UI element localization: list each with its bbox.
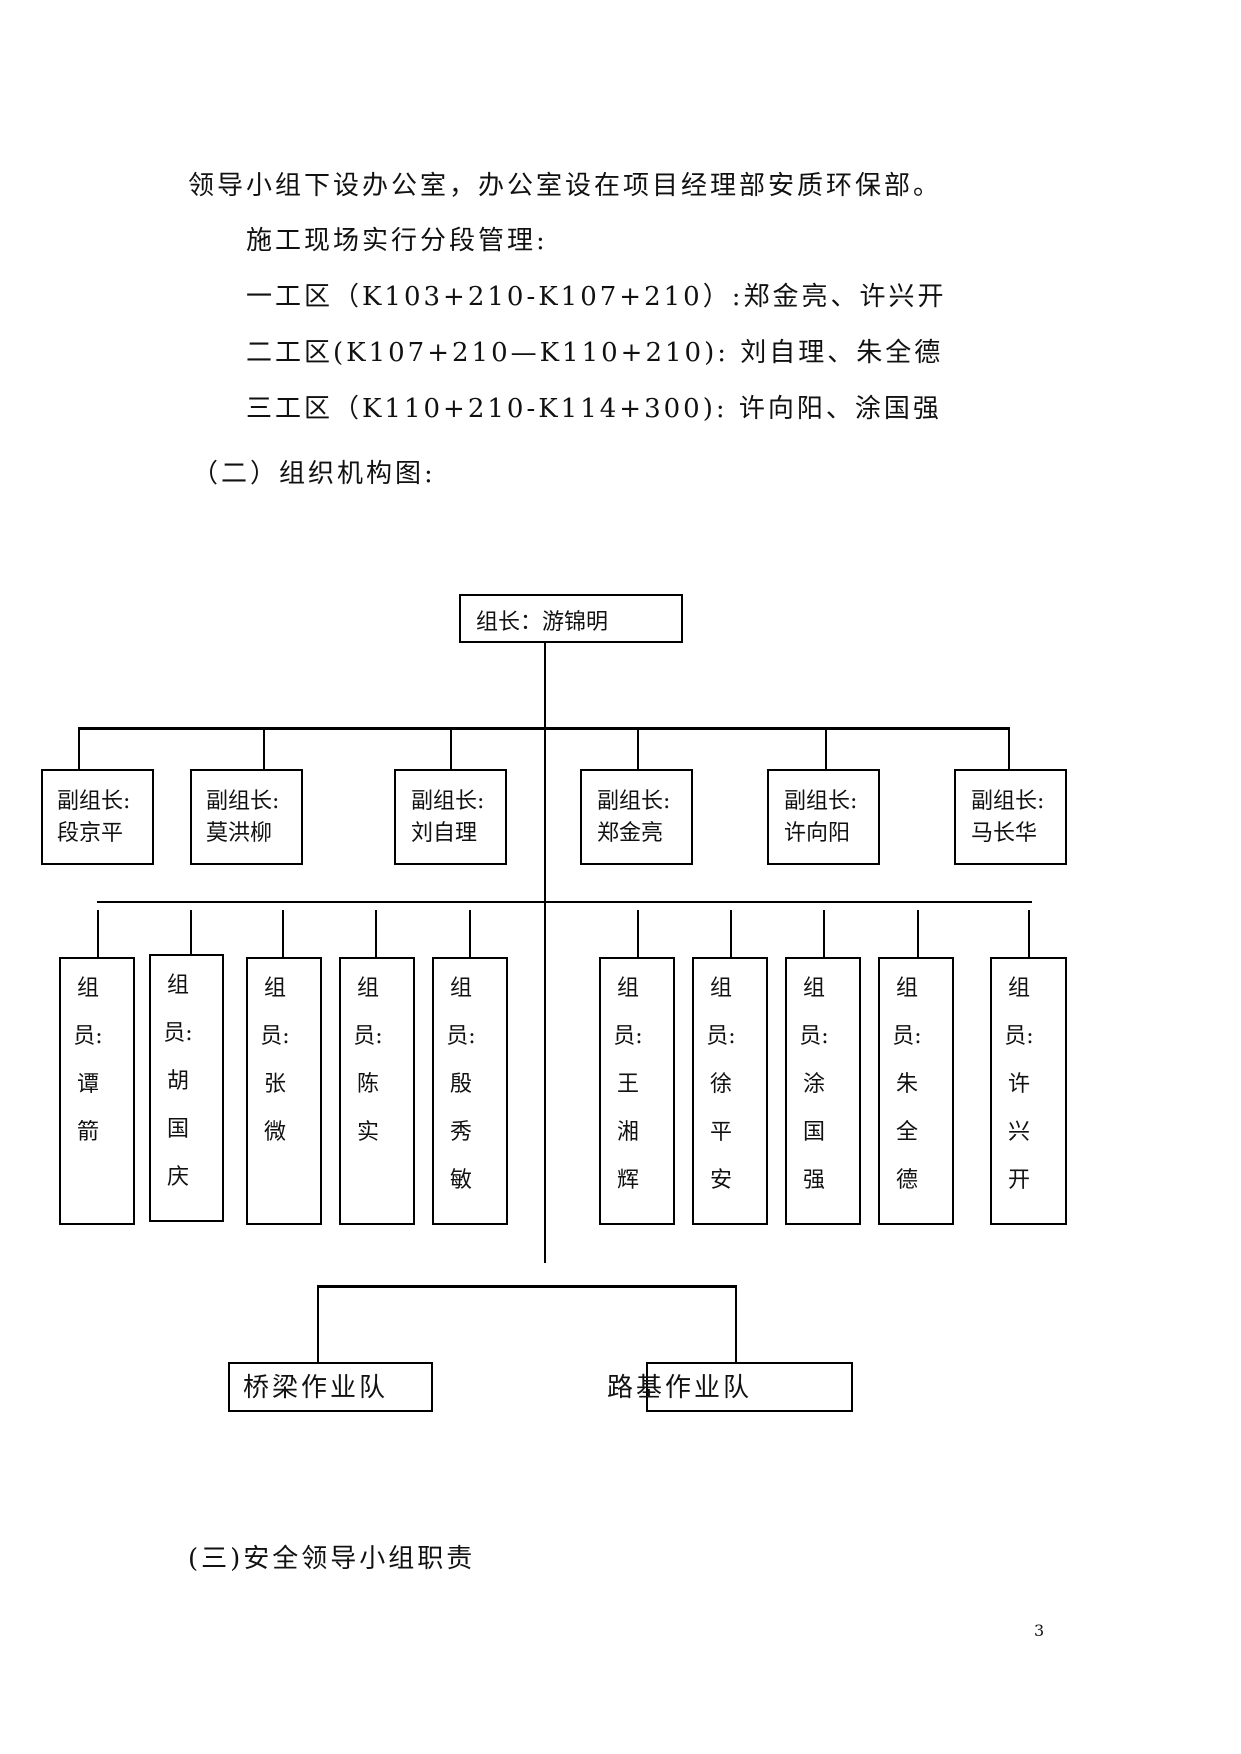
team-box-roadbed [646, 1362, 853, 1412]
deputy-title-2: 副组长: [206, 789, 280, 814]
member-box-9 [878, 957, 954, 1225]
member-box-2 [149, 954, 224, 1222]
leader-label: 组长：游锦明 [476, 610, 609, 635]
connector-member-8 [823, 910, 825, 957]
connector-deputy-1 [78, 727, 80, 769]
deputy-box-1 [41, 769, 154, 865]
team-label-roadbed: 路基作业队 [607, 1373, 753, 1403]
deputy-title-3: 副组长: [411, 789, 485, 814]
deputy-box-4 [580, 769, 693, 865]
heading-org-chart: （二）组织机构图: [192, 459, 436, 489]
member-box-7 [692, 957, 768, 1225]
paragraph-zone-1: 一工区（K103+210-K107+210）:郑金亮、许兴开 [246, 282, 947, 312]
leader-box [459, 594, 683, 643]
connector-member-3 [282, 910, 284, 957]
connector-deputy-6 [1008, 727, 1010, 769]
connector-member-4 [375, 910, 377, 957]
connector-deputy-4 [637, 727, 639, 769]
connector-member-5 [469, 910, 471, 957]
team-box-bridge [228, 1362, 433, 1412]
deputy-box-3 [394, 769, 507, 865]
member-label-5: 组员:殷秀敏 [446, 976, 476, 1193]
deputy-name-5: 许向阳 [784, 821, 851, 846]
team-label-bridge: 桥梁作业队 [243, 1373, 389, 1403]
deputy-name-6: 马长华 [971, 821, 1038, 846]
member-label-3: 组员:张微 [260, 976, 290, 1145]
connector-members-bar [97, 901, 1032, 903]
deputy-title-5: 副组长: [784, 789, 858, 814]
deputy-title-6: 副组长: [971, 789, 1045, 814]
deputy-name-2: 莫洪柳 [206, 821, 273, 846]
deputy-title-1: 副组长: [57, 789, 131, 814]
deputy-name-3: 刘自理 [411, 821, 478, 846]
member-label-2: 组员:胡国庆 [163, 973, 193, 1190]
deputy-box-5 [767, 769, 880, 865]
deputy-box-6 [954, 769, 1067, 865]
member-box-8 [785, 957, 861, 1225]
connector-teams-bar [317, 1285, 737, 1288]
member-box-1 [59, 957, 135, 1225]
member-label-4: 组员:陈实 [353, 976, 383, 1145]
member-label-1: 组员:谭箭 [73, 976, 103, 1145]
member-label-9: 组员:朱全德 [892, 976, 922, 1193]
member-box-10 [990, 957, 1067, 1225]
member-box-4 [339, 957, 415, 1225]
member-box-5 [432, 957, 508, 1225]
connector-trunk [544, 640, 546, 1263]
member-label-7: 组员:徐平安 [706, 976, 736, 1193]
connector-member-10 [1028, 910, 1030, 957]
connector-deputy-5 [825, 727, 827, 769]
deputy-name-1: 段京平 [57, 821, 124, 846]
connector-team-1 [317, 1285, 319, 1364]
heading-safety-duties: (三)安全领导小组职责 [188, 1544, 476, 1574]
paragraph-zone-2: 二工区(K107+210—K110+210): 刘自理、朱全德 [246, 338, 944, 368]
connector-deputy-2 [263, 727, 265, 769]
connector-deputies-bar [78, 727, 1010, 730]
connector-member-9 [917, 910, 919, 957]
connector-member-7 [730, 910, 732, 957]
paragraph-office: 领导小组下设办公室，办公室设在项目经理部安质环保部。 [188, 171, 943, 201]
member-label-6: 组员:王湘辉 [613, 976, 643, 1193]
deputy-box-2 [190, 769, 303, 865]
deputy-title-4: 副组长: [597, 789, 671, 814]
connector-member-2 [190, 910, 192, 954]
connector-team-2 [735, 1285, 737, 1364]
member-label-10: 组员:许兴开 [1004, 976, 1034, 1193]
connector-deputy-3 [450, 727, 452, 769]
paragraph-section-management: 施工现场实行分段管理: [246, 226, 548, 256]
page-number: 3 [1034, 1621, 1045, 1640]
deputy-name-4: 郑金亮 [597, 821, 664, 846]
member-label-8: 组员:涂国强 [799, 976, 829, 1193]
paragraph-zone-3: 三工区（K110+210-K114+300): 许向阳、涂国强 [246, 394, 942, 424]
connector-member-1 [97, 910, 99, 957]
member-box-6 [599, 957, 675, 1225]
connector-member-6 [637, 910, 639, 957]
member-box-3 [246, 957, 322, 1225]
